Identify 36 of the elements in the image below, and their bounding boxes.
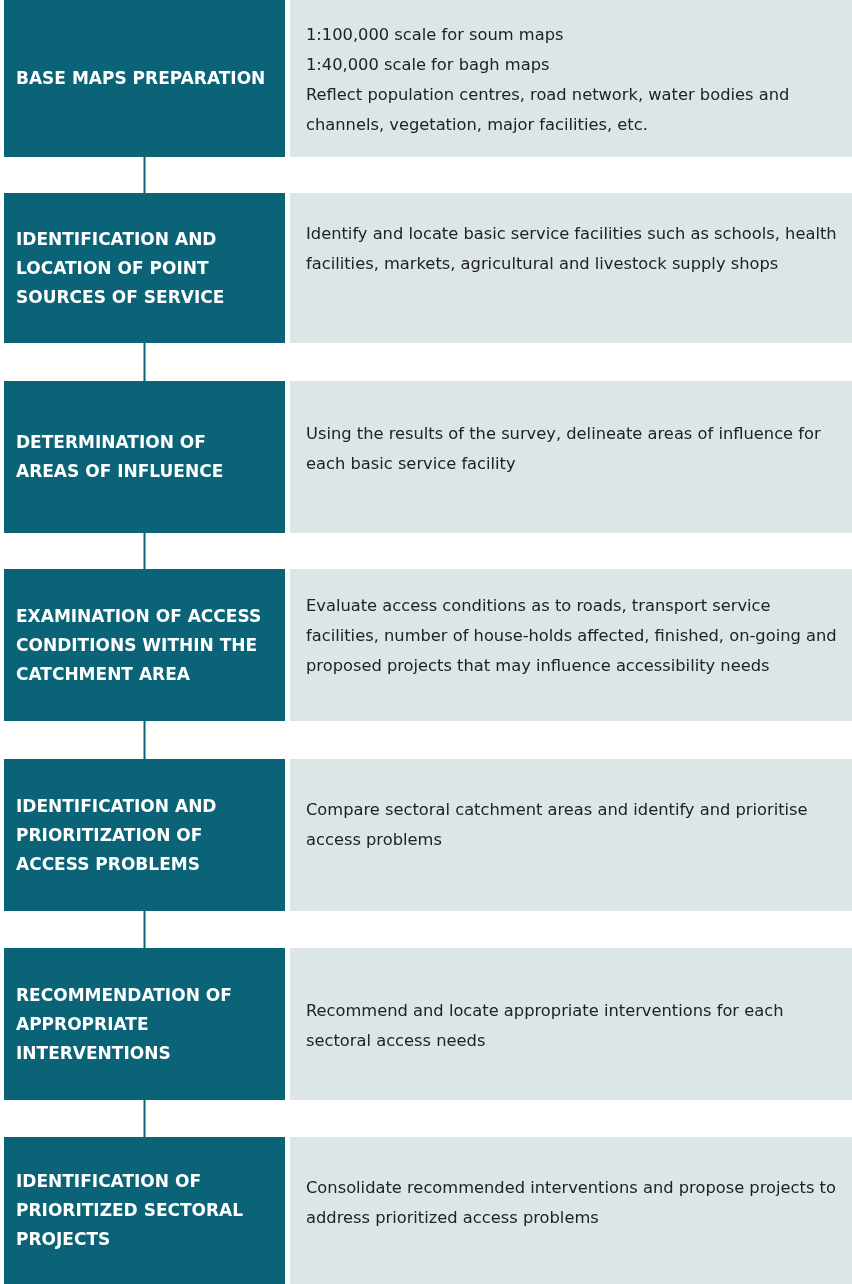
connector-line	[143, 532, 146, 570]
step-title: EXAMINATION OF ACCESS CONDITIONS WITHIN THE CATCHMENT AREA	[16, 604, 263, 686]
description-text: Recommend and locate appropriate interventions for each sectoral access needs	[306, 1000, 785, 1052]
step-box	[4, 0, 285, 157]
connector-line	[143, 1099, 146, 1138]
description-box	[290, 381, 852, 533]
description-text: 1:100,000 scale for soum maps	[306, 24, 565, 46]
description-box	[290, 1137, 852, 1284]
step-title: BASE MAPS PREPARATION	[16, 67, 267, 90]
connector-line	[143, 720, 146, 760]
description-text: Consolidate recommended interventions and propose projects to address prioritized access problems	[306, 1177, 837, 1229]
step-box	[4, 948, 285, 1100]
step-title: DETERMINATION OF AREAS OF INFLUENCE	[16, 431, 225, 483]
description-box	[290, 759, 852, 911]
step-title: RECOMMENDATION OF APPROPRIATE INTERVENTIONS	[16, 983, 233, 1065]
description-box	[290, 193, 852, 343]
description-text: 1:40,000 scale for bagh maps	[306, 54, 551, 76]
step-title: IDENTIFICATION OF PRIORITIZED SECTORAL PROJECTS	[16, 1170, 245, 1251]
step-box	[4, 381, 285, 533]
description-text: Reflect population centres, road network, water bodies and channels, vegetation, major facilities, etc.	[306, 84, 791, 136]
connector-line	[143, 910, 146, 949]
step-title: IDENTIFICATION AND LOCATION OF POINT SOURCES OF SERVICE	[16, 227, 226, 309]
description-text: Compare sectoral catchment areas and identify and prioritise access problems	[306, 799, 809, 851]
description-box	[290, 948, 852, 1100]
description-box	[290, 569, 852, 721]
connector-line	[143, 156, 146, 194]
description-text: Using the results of the survey, delineate areas of influence for each basic service facility	[306, 423, 822, 475]
description-box	[290, 0, 852, 157]
step-box	[4, 569, 285, 721]
connector-line	[143, 342, 146, 382]
description-text: Identify and locate basic service facilities such as schools, health facilities, markets, agricultural and livestock supply shops	[306, 223, 838, 275]
step-title: IDENTIFICATION AND PRIORITIZATION OF ACCESS PROBLEMS	[16, 794, 218, 876]
step-box	[4, 1137, 285, 1284]
step-box	[4, 193, 285, 343]
step-box	[4, 759, 285, 911]
description-text: Evaluate access conditions as to roads, transport service facilities, number of house-holds affected, finished, on-going and proposed projects that may influence accessibility needs	[306, 595, 838, 677]
